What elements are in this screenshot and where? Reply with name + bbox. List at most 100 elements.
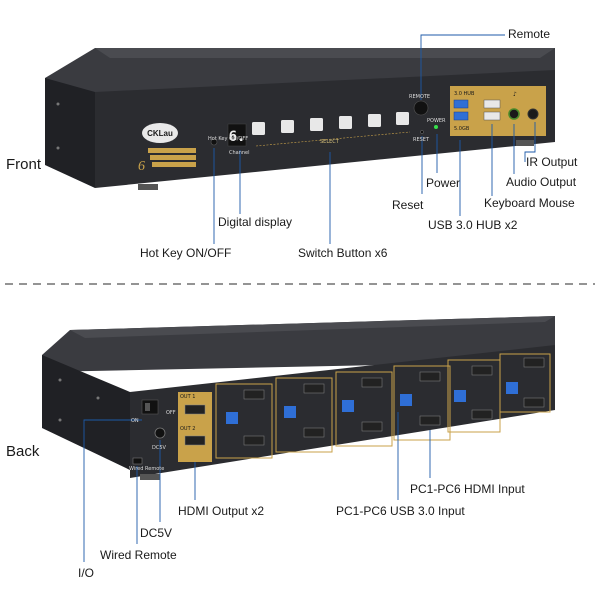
label-switch-button: Switch Button x6 — [298, 246, 388, 260]
power-switch-rocker — [145, 403, 150, 411]
dc-tiny-label: DC5V — [152, 445, 166, 451]
pc4-hdmi-1[interactable] — [361, 377, 383, 388]
pc1-usb[interactable] — [506, 382, 518, 394]
pc5-hdmi-1[interactable] — [303, 383, 325, 394]
pc5-frame — [275, 377, 333, 453]
brand-logo — [142, 123, 178, 143]
back-top-highlight — [70, 316, 555, 338]
hdmi-output-panel — [178, 392, 212, 462]
pc2-hdmi-2[interactable] — [471, 409, 493, 420]
select-button-2[interactable] — [281, 120, 294, 133]
speaker-icon: ♪ — [513, 91, 517, 98]
pc2-hdmi-1[interactable] — [471, 365, 493, 376]
hdmi-out-1[interactable] — [184, 404, 206, 415]
model-label-2 — [150, 155, 196, 160]
wired-remote-port[interactable] — [132, 457, 143, 465]
front-side-panel — [45, 78, 95, 188]
back-section-label: Back — [6, 443, 40, 460]
keyboard-port[interactable] — [483, 99, 501, 109]
device-foot — [138, 184, 158, 190]
back-leader-lines — [83, 412, 431, 562]
pc6-hdmi-2[interactable] — [243, 435, 265, 446]
label-wired-remote: Wired Remote — [100, 548, 177, 562]
remote-ir-window — [413, 100, 429, 116]
pc6-frame — [215, 383, 273, 459]
display-digit: 6. — [229, 129, 246, 145]
select-button-4[interactable] — [339, 116, 352, 129]
front-face — [95, 70, 555, 188]
pc1-hdmi-2[interactable] — [523, 397, 545, 408]
pc5-hdmi-2[interactable] — [303, 427, 325, 438]
hdmi-out-2[interactable] — [184, 435, 206, 446]
on-tiny-label: ON — [131, 418, 139, 424]
channel-tiny-label: Channel — [229, 150, 250, 156]
pc6-hdmi-1[interactable] — [243, 389, 265, 400]
reset-hole[interactable] — [420, 130, 424, 134]
model-label-1 — [148, 148, 196, 153]
front-top-highlight — [95, 48, 555, 58]
hot-key-tiny-label: Hot Key ON/OFF — [208, 136, 249, 142]
usb-speed-tiny-label: 5.0GB — [454, 126, 470, 132]
label-keyboard-mouse: Keyboard Mouse — [484, 196, 575, 210]
digital-display — [227, 123, 247, 147]
label-hdmi-input: PC1-PC6 HDMI Input — [410, 482, 525, 496]
device-foot — [516, 140, 534, 146]
hot-key-button[interactable] — [210, 138, 218, 146]
front-leader-lines — [213, 34, 536, 244]
mouse-port[interactable] — [483, 111, 501, 121]
pc6-group — [215, 383, 273, 459]
label-usb-input: PC1-PC6 USB 3.0 Input — [336, 504, 465, 518]
leader-remote — [420, 34, 505, 100]
screw — [56, 146, 60, 150]
front-section-label: Front — [6, 156, 42, 173]
pc5-group — [275, 377, 333, 453]
pc1-hdmi-1[interactable] — [523, 357, 545, 368]
screw — [56, 102, 60, 106]
select-button-3[interactable] — [310, 118, 323, 131]
pc2-usb[interactable] — [454, 390, 466, 402]
pc5-usb[interactable] — [284, 406, 296, 418]
pc3-group — [393, 365, 451, 441]
brand-text: CKLau — [147, 129, 173, 138]
pc3-frame — [393, 365, 451, 441]
select-button-5[interactable] — [368, 114, 381, 127]
pc4-usb[interactable] — [342, 400, 354, 412]
off-tiny-label: OFF — [166, 410, 176, 416]
label-audio-output: Audio Output — [506, 175, 577, 189]
ir-output-jack[interactable] — [527, 108, 539, 120]
usb-hub-port-2[interactable] — [453, 111, 469, 121]
out2-tiny-label: OUT 2 — [180, 426, 196, 432]
label-ir-output: IR Output — [526, 155, 578, 169]
back-device — [42, 316, 555, 480]
remote-tiny-label: REMOTE — [409, 94, 431, 100]
leader-ir — [524, 122, 536, 162]
pc3-hdmi-2[interactable] — [419, 415, 441, 426]
label-reset: Reset — [392, 198, 424, 212]
dc5v-jack[interactable] — [154, 427, 166, 439]
select-button-6[interactable] — [396, 112, 409, 125]
pc6-usb[interactable] — [226, 412, 238, 424]
screw — [58, 378, 62, 382]
audio-output-jack[interactable] — [508, 108, 520, 120]
label-hot-key: Hot Key ON/OFF — [140, 246, 232, 260]
pc4-hdmi-2[interactable] — [361, 421, 383, 432]
model-label-3 — [152, 162, 196, 167]
pc4-frame — [335, 371, 393, 447]
label-io: I/O — [78, 566, 95, 580]
label-power: Power — [426, 176, 461, 190]
pc3-hdmi-1[interactable] — [419, 371, 441, 382]
label-dc5v: DC5V — [140, 526, 173, 540]
label-hdmi-output: HDMI Output x2 — [178, 504, 265, 518]
power-led — [434, 125, 438, 129]
pc3-usb[interactable] — [400, 394, 412, 406]
out1-tiny-label: OUT 1 — [180, 394, 196, 400]
reset-tiny-label: RESET — [413, 137, 430, 143]
leader-io — [83, 419, 142, 562]
pc1-group — [499, 353, 551, 413]
select-button-1[interactable] — [252, 122, 265, 135]
power-tiny-label: POWER — [427, 118, 446, 124]
select-dashed-line — [255, 131, 411, 147]
port-count-emblem: 6 — [138, 159, 145, 174]
usb-hub-port-1[interactable] — [453, 99, 469, 109]
